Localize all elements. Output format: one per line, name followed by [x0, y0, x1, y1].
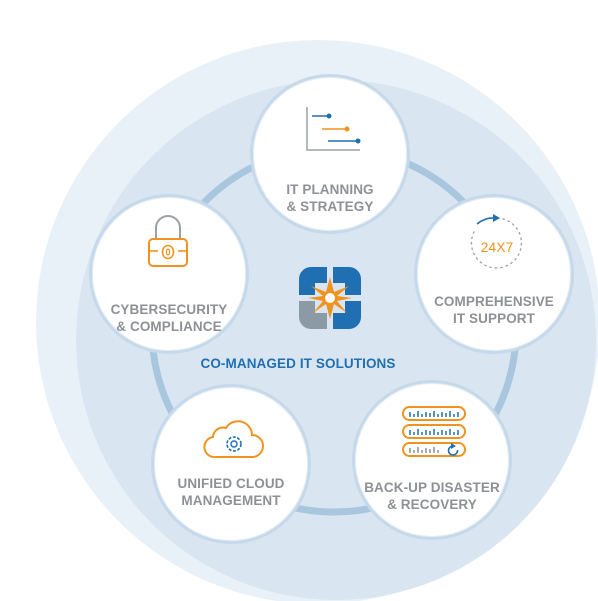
node-label-line: & COMPLIANCE	[116, 319, 222, 334]
clock-24x7-icon: 24X7	[470, 214, 523, 269]
node-label-line: MANAGEMENT	[181, 493, 281, 508]
clock-24x7-text: 24X7	[481, 239, 514, 255]
node-label: COMPREHENSIVE IT SUPPORT	[417, 293, 571, 327]
node-label-line: IT PLANNING	[286, 182, 374, 197]
node-label: CYBERSECURITY & COMPLIANCE	[92, 301, 246, 335]
node-label: BACK-UP DISASTER & RECOVERY	[355, 479, 509, 513]
hub-title: CO-MANAGED IT SOLUTIONS	[200, 356, 396, 371]
node-it-support: 24X7 COMPREHENSIVE IT SUPPORT	[414, 194, 574, 354]
node-it-planning: IT PLANNING & STRATEGY	[250, 74, 410, 234]
node-unified-cloud-management: UNIFIED CLOUD MANAGEMENT	[151, 384, 311, 544]
node-backup-disaster-recovery: BACK-UP DISASTER & RECOVERY	[352, 380, 512, 540]
co-managed-logo-icon	[299, 267, 361, 329]
node-label: IT PLANNING & STRATEGY	[253, 181, 407, 215]
cloud-gear-icon	[203, 420, 264, 459]
node-label: UNIFIED CLOUD MANAGEMENT	[154, 475, 308, 509]
server-stack-icon	[402, 406, 466, 457]
node-label-line: UNIFIED CLOUD	[177, 476, 285, 491]
node-label-line: CYBERSECURITY	[110, 302, 228, 317]
node-label-line: IT SUPPORT	[452, 311, 535, 326]
timeline-chart-icon	[306, 107, 361, 151]
node-label-line: & RECOVERY	[387, 497, 477, 512]
node-label-line: BACK-UP DISASTER	[364, 480, 500, 495]
node-label-line: COMPREHENSIVE	[434, 294, 554, 309]
node-cybersecurity-compliance: CYBERSECURITY & COMPLIANCE	[89, 194, 249, 354]
padlock-icon	[148, 215, 188, 267]
node-label-line: & STRATEGY	[286, 199, 374, 214]
